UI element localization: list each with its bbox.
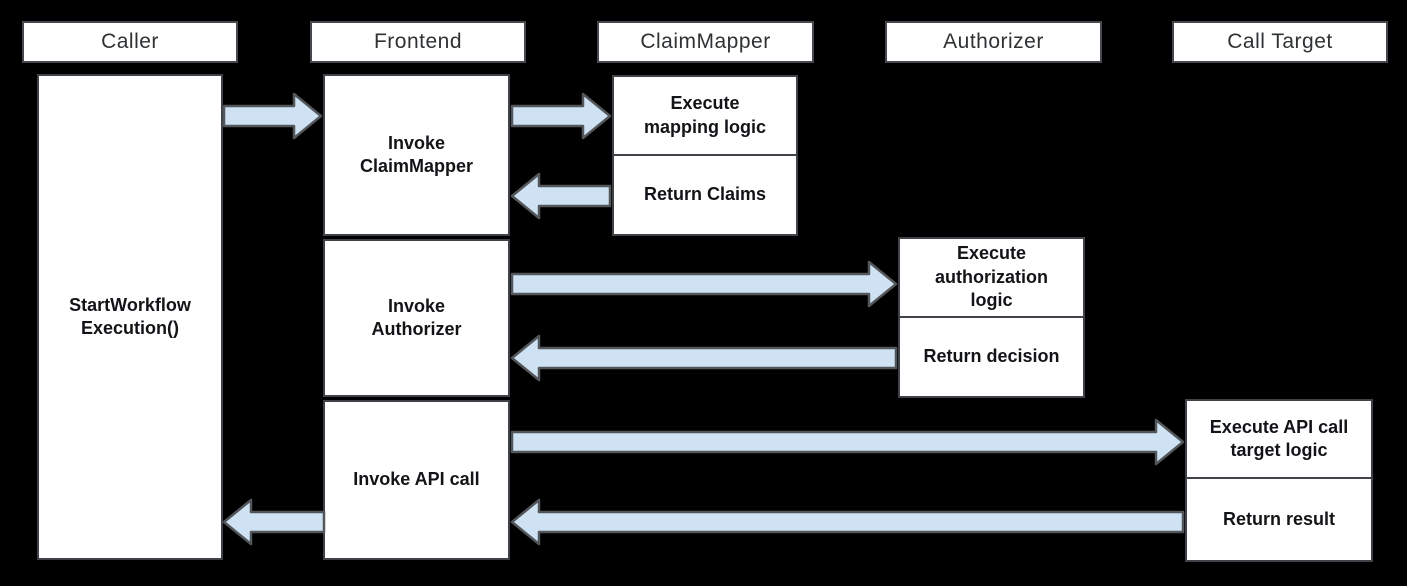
node-execute-authorization-logic: Execute authorization logic [898, 237, 1085, 318]
node-execute-mapping-logic: Execute mapping logic [612, 75, 798, 156]
node-start-workflow-execution: StartWorkflow Execution() [37, 74, 223, 560]
lifeline-frontend: Frontend [310, 21, 526, 63]
lifeline-authorizer: Authorizer [885, 21, 1102, 63]
arrow-frontend-return-caller [222, 498, 326, 546]
arrow-frontend-to-claimmapper [510, 92, 612, 140]
node-return-claims: Return Claims [612, 154, 798, 236]
arrow-frontend-to-authorizer [510, 260, 898, 308]
node-execute-api-call-target-logic: Execute API call target logic [1185, 399, 1373, 479]
node-invoke-claimmapper: Invoke ClaimMapper [323, 74, 510, 236]
lifeline-caller: Caller [22, 21, 238, 63]
node-invoke-api-call: Invoke API call [323, 400, 510, 560]
arrow-frontend-to-calltarget [510, 418, 1185, 466]
node-invoke-authorizer: Invoke Authorizer [323, 239, 510, 397]
lifeline-call-target: Call Target [1172, 21, 1388, 63]
node-return-decision: Return decision [898, 316, 1085, 398]
arrow-calltarget-return-frontend [510, 498, 1185, 546]
arrow-caller-to-frontend [222, 92, 323, 140]
arrow-claimmapper-return-frontend [510, 172, 612, 220]
lifeline-claimmapper: ClaimMapper [597, 21, 814, 63]
node-return-result: Return result [1185, 477, 1373, 562]
arrow-authorizer-return-frontend [510, 334, 898, 382]
